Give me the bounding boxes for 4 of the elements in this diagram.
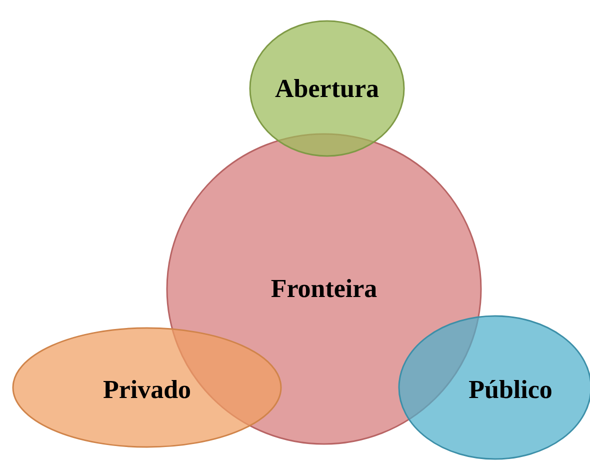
ellipse-label: Abertura bbox=[275, 74, 379, 104]
ellipse-label: Público bbox=[468, 375, 552, 406]
ellipse-label: Fronteira bbox=[270, 274, 378, 304]
ellipse-label: Privado bbox=[102, 374, 192, 405]
